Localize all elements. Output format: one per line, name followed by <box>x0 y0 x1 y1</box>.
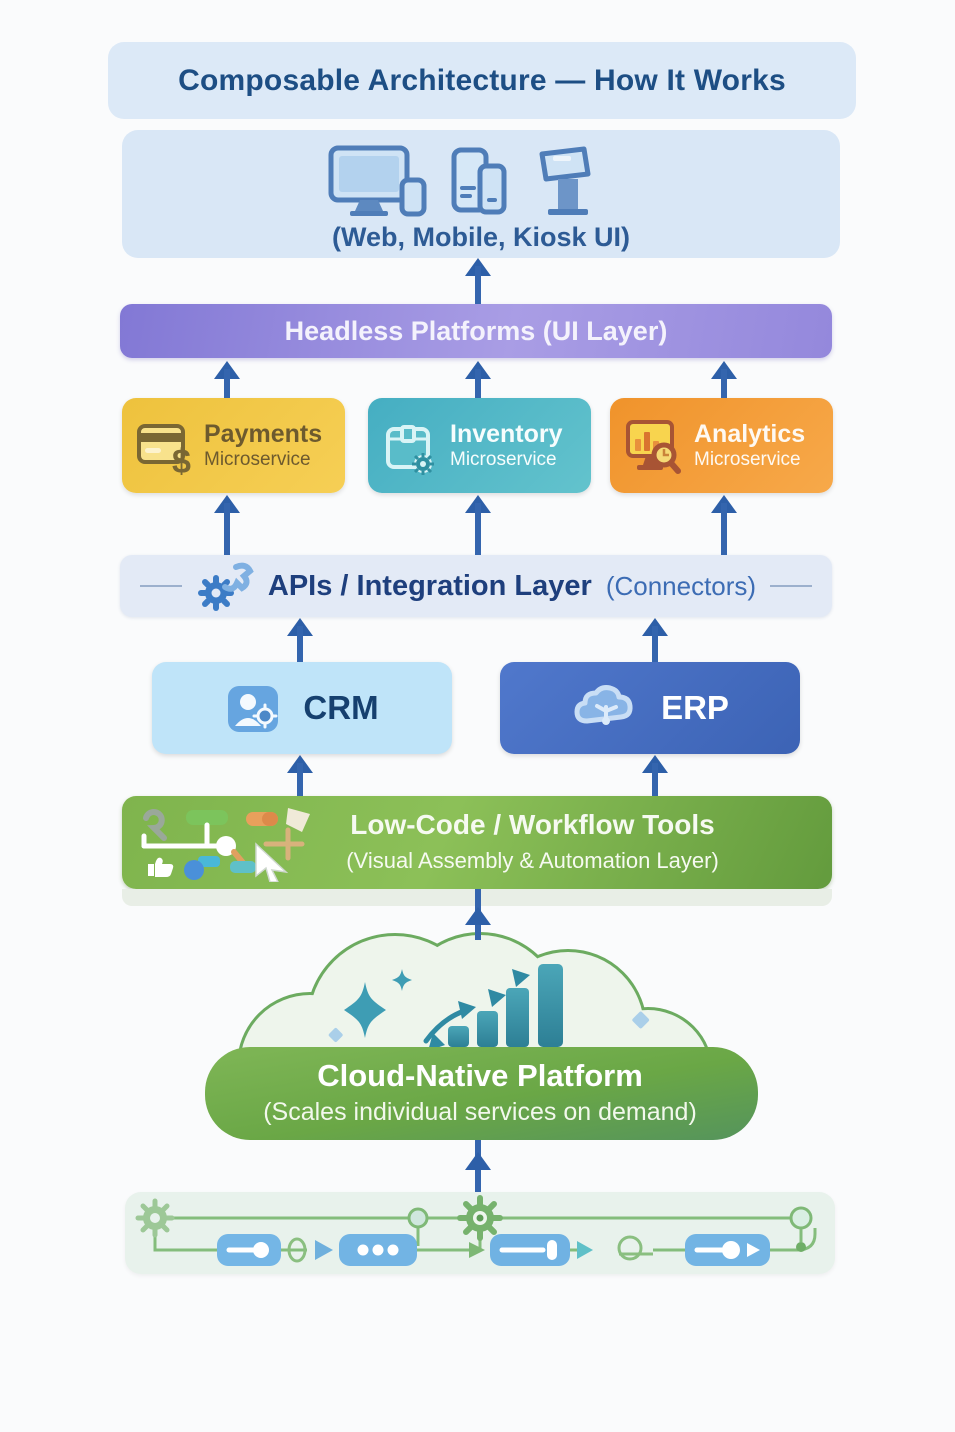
inventory-sublabel: Microservice <box>450 448 557 470</box>
gear-small-icon <box>135 1198 175 1238</box>
gears-icon <box>197 562 254 611</box>
page-title: Composable Architecture — How It Works <box>178 63 786 97</box>
headless-platforms-label: Headless Platforms (UI Layer) <box>284 315 668 346</box>
cloud-platform-label: Cloud-Native Platform <box>317 1058 643 1093</box>
desktop-icon <box>328 145 427 217</box>
arrow-up <box>711 361 737 398</box>
bar-chart-icon <box>448 964 563 1047</box>
api-layer-sublabel: (Connectors) <box>605 570 757 601</box>
bean-node-icon <box>287 1237 307 1263</box>
device-icons <box>328 145 591 217</box>
arrow-up <box>214 361 240 398</box>
low-code-text: Low-Code / Workflow Tools (Visual Assemb… <box>260 808 805 874</box>
inventory-microservice-card: Inventory Microservice <box>368 398 591 493</box>
payments-sublabel: Microservice <box>204 448 311 470</box>
automation-pipeline-icon <box>135 1195 817 1266</box>
arrow-up <box>465 495 491 555</box>
payments-microservice-card: $ Payments Microservice <box>122 398 345 493</box>
low-code-bar <box>122 796 832 889</box>
headless-platforms-bar: Headless Platforms (UI Layer) <box>120 304 832 358</box>
sparkles-icon <box>328 969 650 1042</box>
api-integration-bar: APIs / Integration Layer (Connectors) <box>120 555 832 617</box>
arrowhead-icon <box>469 1242 485 1258</box>
cloud-platform-shape <box>205 932 758 1140</box>
right-dash <box>770 585 813 587</box>
payments-label: Payments <box>204 420 323 449</box>
user-gear-icon <box>228 686 279 732</box>
loop-node-icon <box>617 1235 653 1261</box>
cloud-icon <box>574 685 633 725</box>
arrow-up <box>465 258 491 304</box>
play-icon <box>577 1241 593 1259</box>
arrow-up <box>465 1140 491 1192</box>
leaf-dot-icon <box>796 1242 806 1252</box>
play-icon <box>315 1240 333 1260</box>
cloud-band <box>205 1047 758 1140</box>
arrow-up <box>642 618 668 662</box>
erp-box: ERP <box>500 662 800 754</box>
arrow-up <box>465 889 491 940</box>
node-icon <box>789 1206 813 1230</box>
arrow-up <box>287 618 313 662</box>
title-banner: Composable Architecture — How It Works <box>108 42 856 119</box>
crm-label: CRM <box>303 689 379 726</box>
left-dash <box>139 585 182 587</box>
cloud-platform-sublabel: (Scales individual services on demand) <box>263 1098 697 1126</box>
devices-caption: (Web, Mobile, Kiosk UI) <box>331 222 630 252</box>
analytics-chart-icon <box>626 419 681 474</box>
analytics-label: Analytics <box>694 420 806 449</box>
arrow-up <box>642 755 668 796</box>
workflow-doodles-icon <box>141 808 310 882</box>
arrow-up <box>214 495 240 555</box>
arrow-up <box>287 755 313 796</box>
svg-text:$: $ <box>172 443 191 475</box>
inventory-label: Inventory <box>450 420 563 449</box>
kiosk-icon <box>539 146 591 215</box>
analytics-sublabel: Microservice <box>694 448 801 470</box>
arrow-up <box>465 361 491 398</box>
erp-label: ERP <box>661 689 729 726</box>
api-layer-label: APIs / Integration Layer <box>267 569 592 602</box>
payments-card-icon: $ <box>137 423 191 475</box>
mobile-phones-icon <box>451 147 507 215</box>
low-code-sublabel: (Visual Assembly & Automation Layer) <box>346 847 719 873</box>
low-code-label: Low-Code / Workflow Tools <box>350 809 715 840</box>
crm-box: CRM <box>152 662 452 754</box>
node-icon <box>407 1207 429 1229</box>
growth-arrows-icon <box>423 969 530 1051</box>
inventory-box-icon <box>386 424 434 475</box>
analytics-microservice-card: Analytics Microservice <box>610 398 833 493</box>
gear-large-icon <box>457 1195 503 1241</box>
arrow-up <box>711 495 737 555</box>
